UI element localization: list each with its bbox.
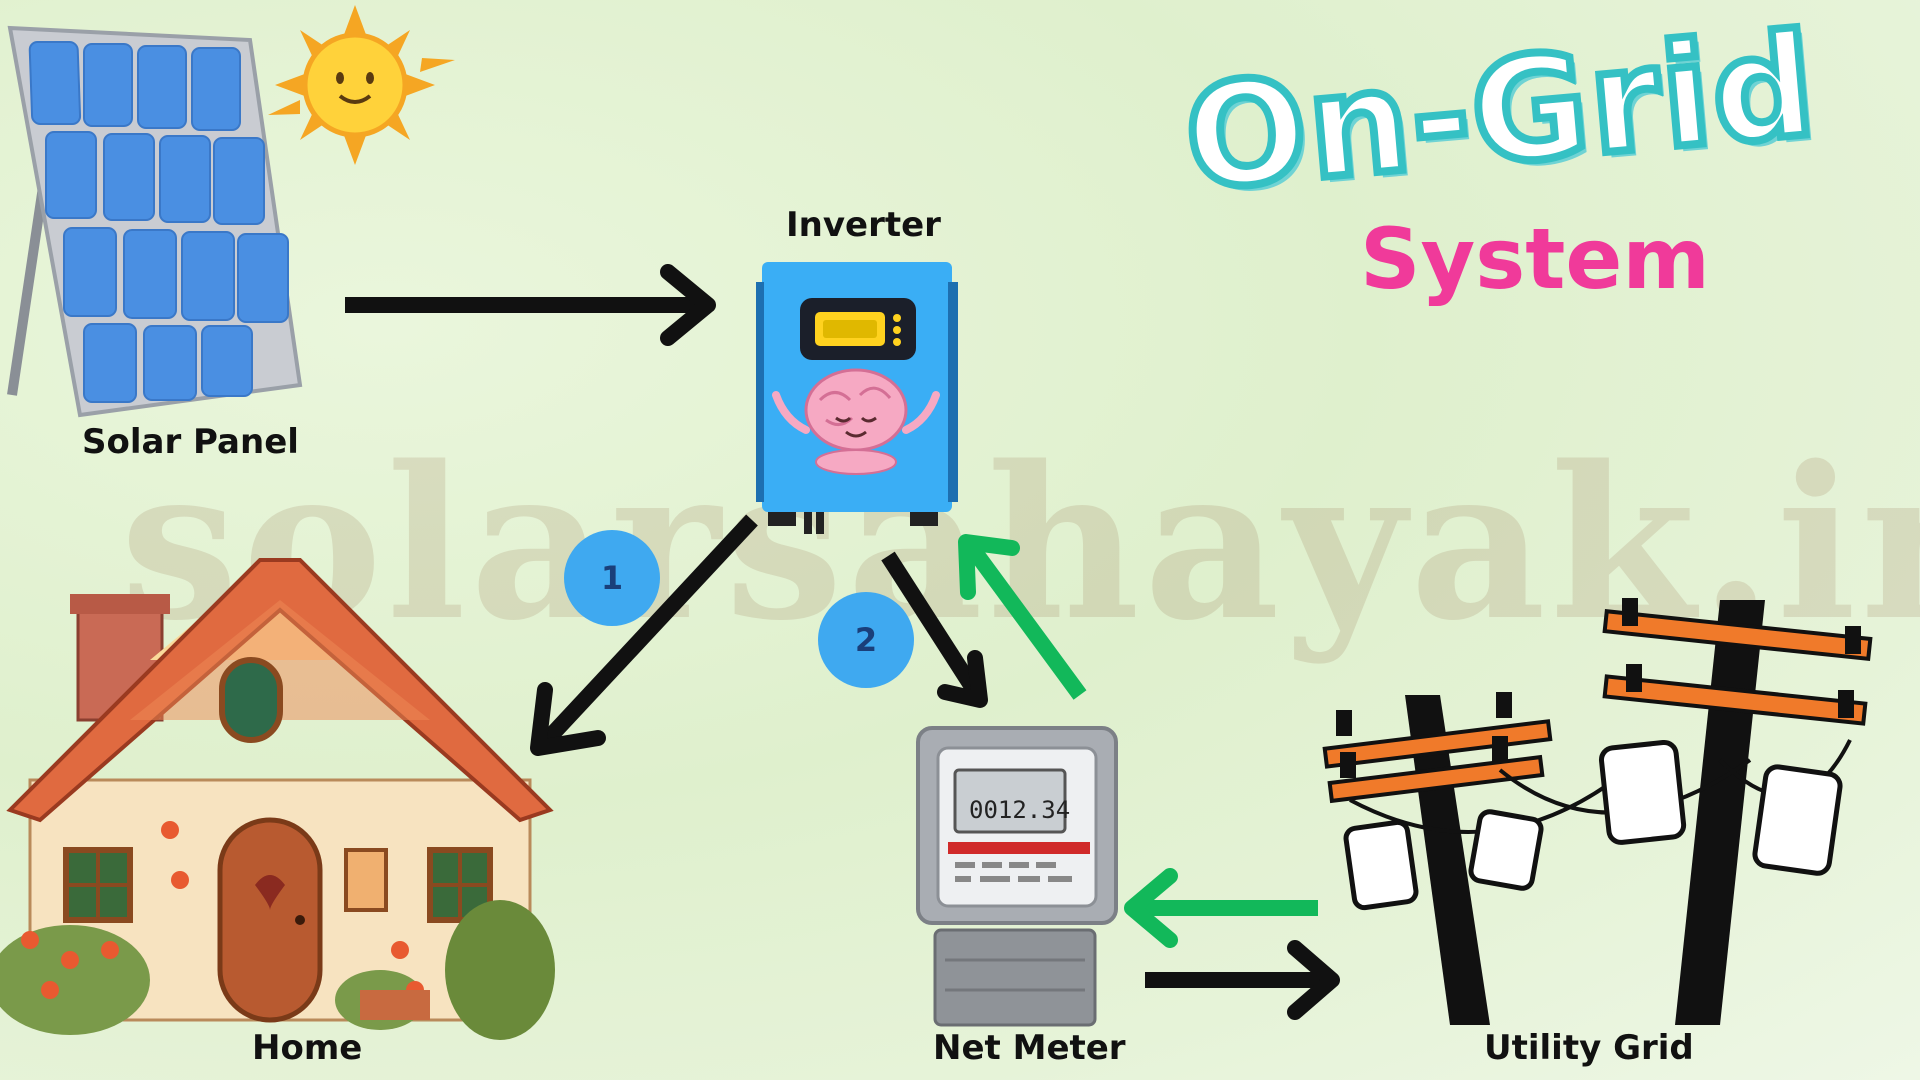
- flow-arrow-meter-to-grid: [1145, 940, 1340, 1020]
- utility-grid-icon: [1322, 598, 1873, 1025]
- step-badge-1: 1: [564, 530, 660, 626]
- meter-display-text: 0012.34: [969, 796, 1070, 824]
- return-arrow-grid-to-meter: [1124, 868, 1318, 948]
- home-label: Home: [252, 1028, 363, 1068]
- net-meter-label: Net Meter: [933, 1028, 1126, 1068]
- return-arrow-meter-to-inverter: [958, 534, 1087, 700]
- home-icon: [0, 558, 555, 1040]
- inverter-label: Inverter: [786, 205, 941, 245]
- flow-arrow-inverter-to-meter: [881, 551, 988, 708]
- solar-panel-icon: [7, 25, 303, 418]
- flow-arrow-panel-to-inverter: [345, 264, 716, 346]
- solar-panel-label: Solar Panel: [82, 422, 299, 462]
- sun-icon: [268, 5, 455, 165]
- inverter-icon: [756, 262, 958, 534]
- net-meter-icon: [916, 726, 1118, 1027]
- flow-arrow-inverter-to-home: [530, 514, 758, 756]
- utility-grid-label: Utility Grid: [1484, 1028, 1694, 1068]
- step-badge-2: 2: [818, 592, 914, 688]
- page-subtitle: System: [1360, 210, 1710, 308]
